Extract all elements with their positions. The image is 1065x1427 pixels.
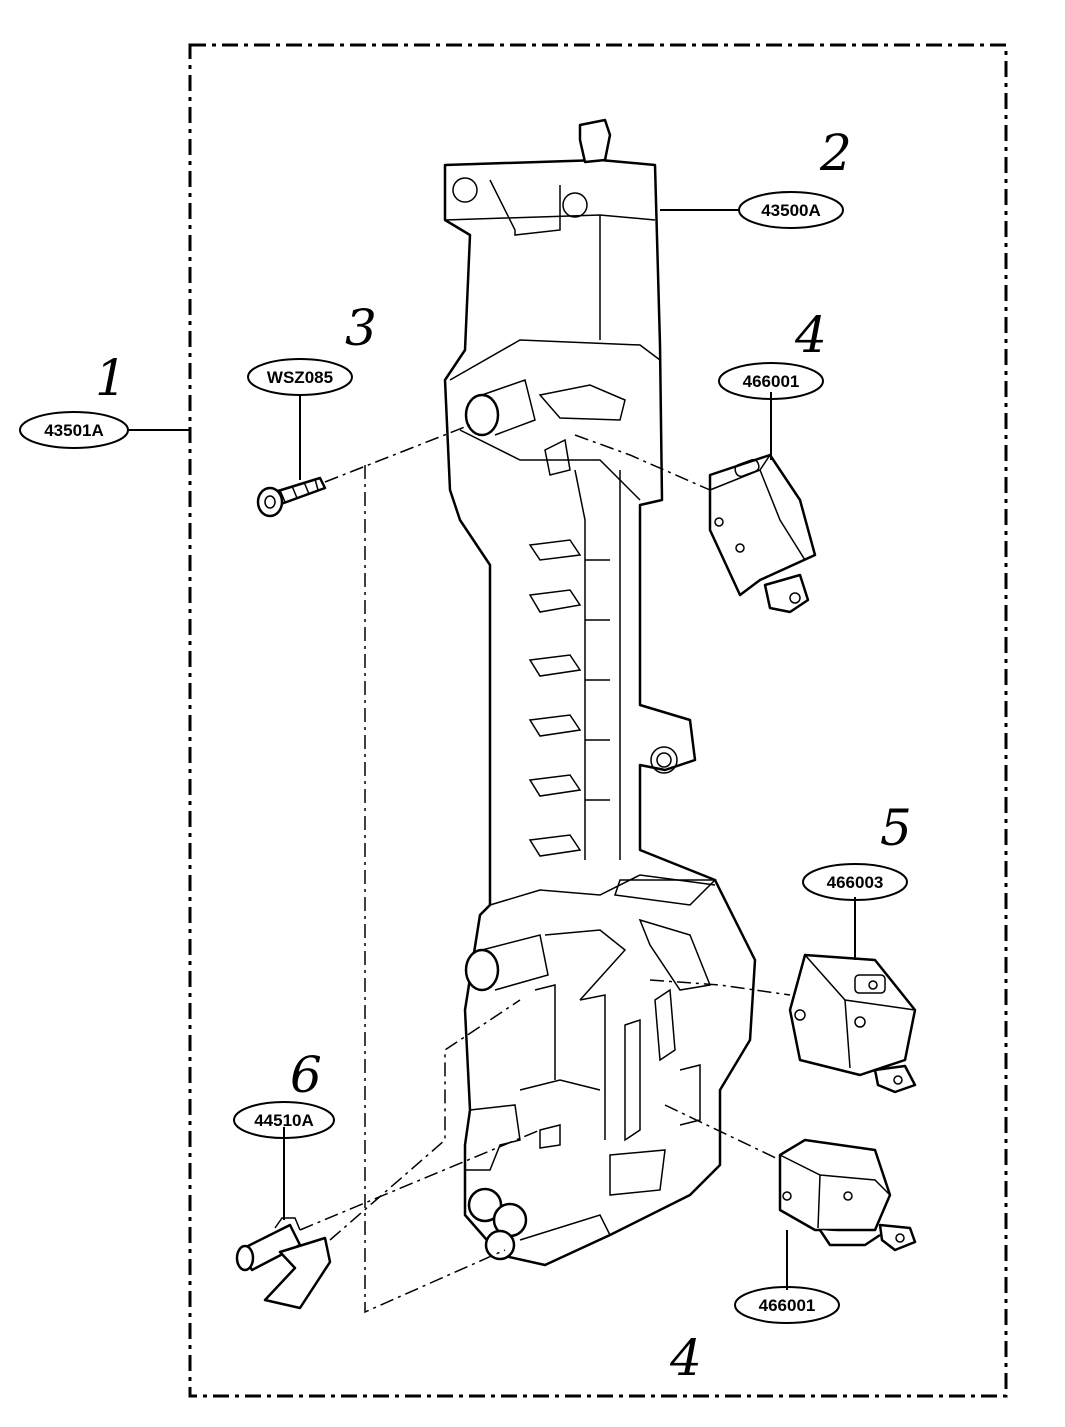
callout-number: 6	[290, 1046, 322, 1104]
switch-bottom-part	[778, 1138, 917, 1252]
callout-latch-board: 2 43500A	[738, 124, 852, 229]
part-number-label: 466003	[827, 873, 884, 892]
assembly-lines	[299, 424, 791, 1314]
callout-ellipse	[802, 863, 908, 901]
callout-ellipse	[233, 1101, 335, 1139]
part-number-label: 466001	[759, 1296, 816, 1315]
latch-board-part	[443, 118, 757, 1267]
callout-ellipse	[738, 191, 844, 229]
callout-ellipse	[734, 1286, 840, 1324]
callout-ellipse	[19, 411, 129, 449]
callout-number: 5	[880, 799, 912, 857]
screw-part	[256, 476, 327, 518]
callout-number: 4	[669, 1329, 702, 1387]
callout-number: 2	[819, 124, 852, 182]
callout-number: 3	[345, 299, 377, 357]
callout-assembly: 1 43501A	[19, 349, 129, 449]
part-number-label: 43500A	[761, 201, 821, 220]
part-number-label: 43501A	[44, 421, 104, 440]
callout-lever: 6 44510A	[233, 1046, 335, 1139]
assembly-frame	[188, 43, 1008, 1398]
part-number-label: 44510A	[254, 1111, 314, 1130]
lever-part	[235, 1217, 332, 1310]
switch-middle-part	[788, 953, 917, 1094]
callout-switch-bottom: 466001 4	[669, 1286, 840, 1387]
callout-switch-middle: 5 466003	[802, 799, 912, 901]
callout-screw: 3 WSZ085	[247, 299, 377, 396]
leader-lines	[128, 209, 856, 1290]
part-number-label: WSZ085	[267, 368, 333, 387]
callout-switch-top: 4 466001	[718, 306, 827, 400]
part-number-label: 466001	[743, 372, 800, 391]
callout-ellipse	[247, 358, 353, 396]
callout-ellipse	[718, 362, 824, 400]
switch-top-part	[708, 453, 817, 614]
callout-number: 1	[95, 349, 127, 407]
callout-number: 4	[794, 306, 827, 364]
